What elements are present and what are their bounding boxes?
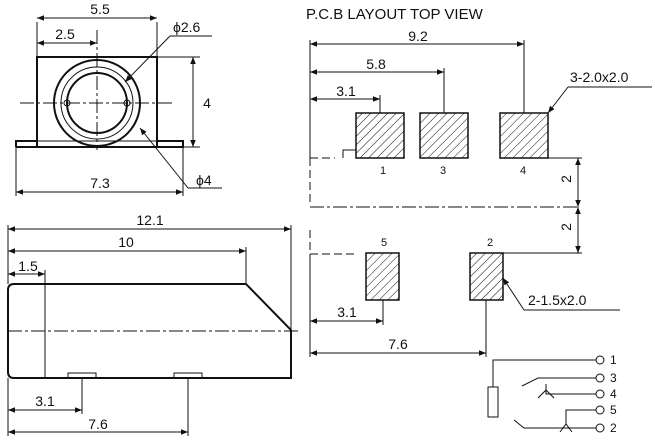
front-view: 5.5 2.5 ϕ2.6 4 7.3 ϕ4	[15, 1, 222, 196]
dim-9-2: 9.2	[408, 28, 428, 44]
dim-2-5: 2.5	[55, 26, 75, 42]
pad-spec-top: 3-2.0x2.0	[570, 69, 629, 85]
dim-phi-2-6: ϕ2.6	[173, 19, 201, 35]
term-label-4: 4	[610, 387, 617, 401]
pcb-layout: P.C.B LAYOUT TOP VIEW 1 3 4 5 2 9.2 5.8	[306, 6, 652, 357]
dim-pcb-3-1: 3.1	[336, 83, 356, 99]
terminal-5	[595, 405, 605, 415]
pad-4	[499, 112, 549, 159]
dim-pitch-lower: 2	[558, 223, 574, 231]
pad-label-1: 1	[380, 165, 386, 177]
dim-pcb-bottom-7-6: 7.6	[388, 336, 408, 352]
term-label-2: 2	[610, 421, 617, 435]
pad-label-4: 4	[520, 165, 526, 177]
leader-phi-2-6	[124, 35, 171, 83]
dim-phi-4: ϕ4	[196, 172, 212, 188]
dim-pcb-bottom-3-1: 3.1	[337, 304, 357, 320]
front-base-flange	[15, 140, 184, 148]
dim-height-4: 4	[203, 95, 211, 111]
dim-5-5: 5.5	[90, 1, 110, 17]
terminal-4	[595, 389, 605, 399]
pad-5	[365, 252, 400, 301]
dim-pitch-upper: 2	[558, 175, 574, 183]
front-pin-left	[63, 99, 71, 107]
dim-10: 10	[118, 234, 134, 250]
term-label-1: 1	[610, 353, 617, 367]
dim-1-5: 1.5	[18, 258, 38, 274]
pcb-title: P.C.B LAYOUT TOP VIEW	[306, 6, 484, 23]
terminal-3	[595, 373, 605, 383]
pad-spec-bottom: 2-1.5x2.0	[528, 292, 587, 308]
front-pin-right	[123, 99, 131, 107]
terminal-2	[595, 423, 605, 433]
dim-12-1: 12.1	[136, 212, 163, 228]
term-label-5: 5	[610, 403, 617, 417]
term-label-3: 3	[610, 371, 617, 385]
terminal-1	[595, 355, 605, 365]
pad-label-5: 5	[381, 237, 387, 249]
pad-2	[469, 252, 504, 301]
schematic: 1 3 4 5 2	[487, 353, 617, 435]
dim-side-3-1: 3.1	[35, 393, 55, 409]
dim-7-3: 7.3	[90, 175, 110, 191]
pad-3	[419, 112, 469, 159]
dim-side-7-6: 7.6	[88, 416, 108, 432]
dim-5-8: 5.8	[366, 56, 386, 72]
pad-1	[355, 112, 405, 159]
side-view: 12.1 10 1.5 3.1 7.6	[7, 212, 300, 436]
pad-label-3: 3	[440, 165, 446, 177]
pad-label-2: 2	[487, 237, 493, 249]
side-body-outline	[7, 283, 292, 379]
schematic-plug	[487, 386, 499, 418]
leader-phi-4	[139, 127, 189, 189]
